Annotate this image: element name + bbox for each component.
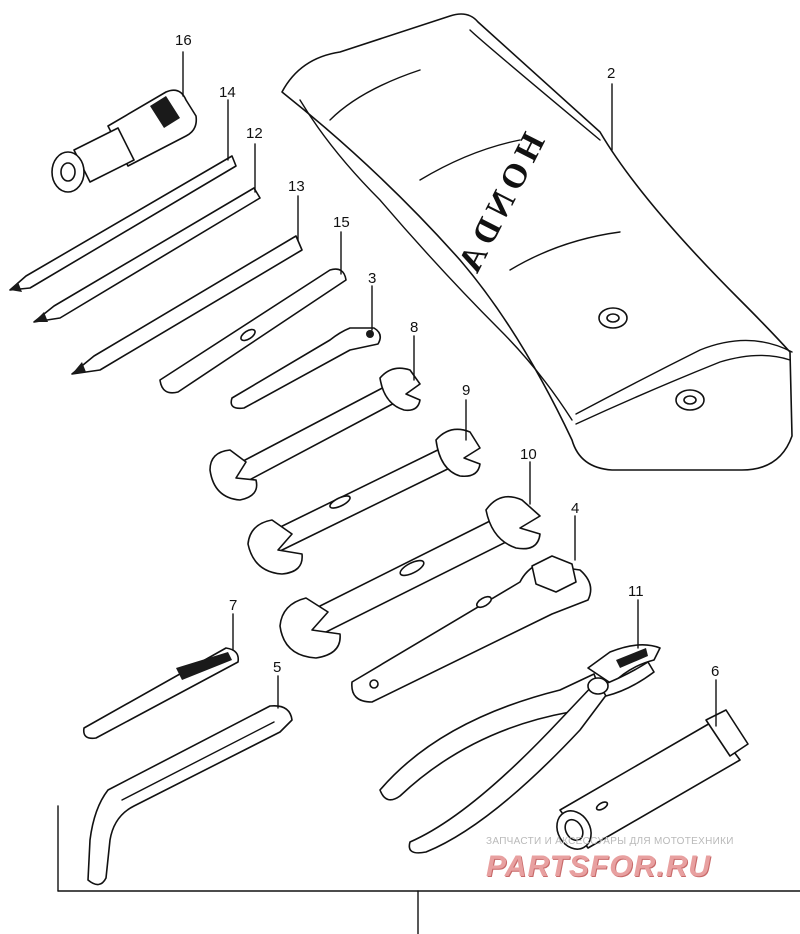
part-number-8: 8 [410,319,418,336]
part-number-14: 14 [219,84,236,101]
part-number-2: 2 [607,65,615,82]
watermark-caption: ЗАПЧАСТИ И АКСЕССУАРЫ ДЛЯ МОТОТЕХНИКИ [486,836,734,847]
part-number-labels: 16 14 12 13 15 3 8 9 10 4 11 7 5 6 2 [175,32,719,680]
part-number-9: 9 [462,382,470,399]
pin-spanner [230,327,382,410]
watermark-logo: PARTSFOR.RU [486,850,711,883]
part-number-16: 16 [175,32,192,49]
hook-spanner [87,704,293,886]
extension-bar [159,268,347,394]
screwdriver-bit-14 [9,155,237,292]
part-number-7: 7 [229,597,237,614]
part-number-10: 10 [520,446,537,463]
part-number-5: 5 [273,659,281,676]
open-end-wrench-small [209,367,421,501]
part-number-13: 13 [288,178,305,195]
plug-wrench [556,709,749,850]
tool-bag: HONDA [281,13,793,471]
screwdriver-bit-12 [33,187,261,323]
part-number-11: 11 [628,583,644,600]
part-number-3: 3 [368,270,376,287]
part-number-6: 6 [711,663,719,680]
screwdriver-bit-13 [71,235,303,375]
open-end-wrench-large [279,495,541,659]
part-number-15: 15 [333,214,350,231]
box-wrench-hex [351,555,592,703]
screwdriver-grip [51,89,198,193]
leader-lines [57,51,800,934]
flat-handle [82,647,240,740]
part-number-12: 12 [246,125,263,142]
open-end-wrench-medium [247,428,481,575]
pliers [379,644,661,854]
part-number-4: 4 [571,500,579,517]
